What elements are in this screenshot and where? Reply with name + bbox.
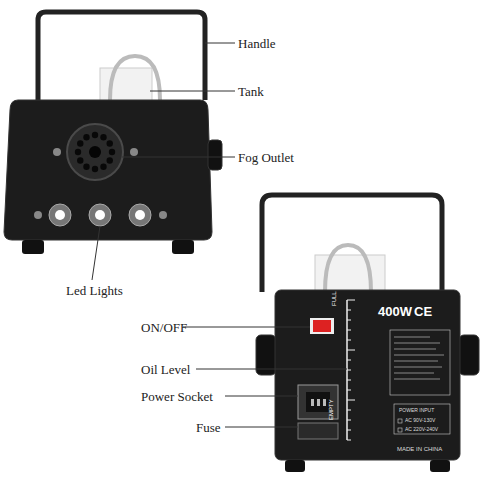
tank-tube [110, 56, 160, 100]
scale-tick [347, 390, 351, 391]
foot [172, 240, 194, 254]
callout-label: Fuse [196, 421, 221, 434]
leader-lines [183, 327, 347, 427]
machine-body [275, 290, 460, 460]
panel-text: AC 90V-130V [405, 418, 435, 423]
outlet-hole [92, 132, 98, 138]
scale-tick [347, 440, 351, 441]
callout-label: ON/OFF [141, 321, 187, 334]
outlet-hole [107, 157, 113, 163]
callout-label: Oil Level [141, 363, 190, 376]
outlet-hole [77, 157, 83, 163]
outlet-hole [75, 149, 81, 155]
scale-tick [347, 320, 351, 321]
fog-outlet [67, 124, 123, 180]
spec-text-lines [394, 337, 444, 379]
scale-tick [347, 360, 351, 361]
callout-label: Handle [238, 37, 276, 50]
foot [22, 240, 44, 254]
panel-text: AC 220V-240V [405, 427, 438, 432]
scale-tick [347, 430, 351, 431]
power-rating: 400W [378, 305, 412, 318]
callout-label: Fog Outlet [238, 151, 294, 164]
machine-body [4, 100, 212, 240]
scale-tick [347, 350, 355, 351]
tank-tube [325, 245, 371, 292]
foot [285, 460, 305, 472]
screw [34, 211, 42, 219]
switch [313, 320, 331, 332]
foot [430, 460, 450, 472]
knob [208, 140, 222, 170]
voltage-panel [394, 404, 450, 434]
leader-lines [92, 43, 235, 280]
switch-frame [310, 318, 334, 334]
checkbox [398, 428, 402, 432]
scale-tick [347, 310, 351, 311]
checkbox [398, 419, 402, 423]
socket-inner [306, 392, 330, 412]
outlet-hole [107, 140, 113, 146]
outlet-hole [100, 164, 106, 170]
spec-panel [390, 330, 450, 395]
oil-level-scale [347, 300, 355, 440]
power-socket [298, 385, 338, 419]
outlet-hole [92, 166, 98, 172]
outlet-hole [100, 134, 106, 140]
fuse [298, 423, 338, 439]
panel-text: POWER INPUT [399, 408, 434, 413]
scale-label: EMPTY [328, 399, 334, 420]
callout-label: Power Socket [141, 390, 213, 403]
outlet-hole [83, 164, 89, 170]
socket-pins [311, 399, 326, 406]
screw [130, 148, 138, 156]
scale-tick [347, 400, 355, 401]
screw [159, 211, 167, 219]
ce-mark: CE [414, 305, 432, 318]
outlet-hole [109, 149, 115, 155]
scale-tick [347, 380, 351, 381]
scale-label: FULL [331, 291, 337, 306]
outlet-hole [83, 134, 89, 140]
led-lights [49, 204, 151, 226]
screw [53, 148, 61, 156]
scale-tick [347, 300, 355, 301]
scale-tick [347, 370, 351, 371]
callout-label: Tank [238, 85, 264, 98]
tank [100, 68, 152, 102]
outlet-hole [77, 140, 83, 146]
scale-tick [347, 340, 351, 341]
scale-tick [347, 330, 351, 331]
scale-tick [347, 410, 351, 411]
origin-text: MADE IN CHINA [397, 446, 442, 452]
scale-tick [347, 420, 351, 421]
callout-label: Led Lights [66, 284, 123, 297]
knob [459, 335, 479, 375]
